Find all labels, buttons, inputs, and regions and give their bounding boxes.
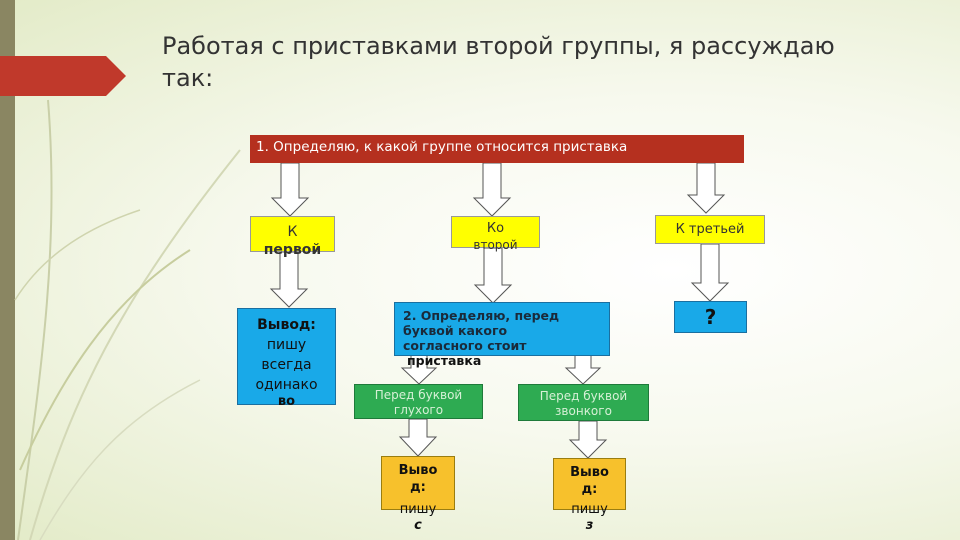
arrow-down-icon: [568, 420, 608, 459]
group-third-line1: К третьей: [675, 222, 745, 237]
group-second-box: Ко второй: [451, 216, 540, 252]
step2-line3: согласного стоит: [403, 338, 527, 353]
result-voiceless-line2: д:: [410, 480, 426, 495]
step2-box: 2. Определяю, перед буквой какого соглас…: [394, 302, 610, 368]
group-first-line1: К: [287, 224, 298, 240]
arrow-down-icon: [400, 354, 438, 385]
accent-tab: [0, 56, 126, 96]
group-first-box: К первой: [250, 216, 335, 258]
question-box: ?: [674, 301, 747, 333]
conclusion-first-line3: всегда: [261, 357, 312, 373]
result-voiceless-line4: с: [414, 518, 422, 533]
voiced-line2: звонкого: [555, 404, 612, 418]
slide-title: Работая с приставками второй группы, я р…: [162, 32, 835, 92]
group-second-line2: второй: [473, 238, 518, 252]
voiced-line1: Перед буквой: [539, 389, 628, 403]
voiceless-box: Перед буквой глухого: [354, 384, 483, 419]
step1-banner: 1. Определяю, к какой группе относится п…: [250, 135, 744, 163]
result-voiced-line1: Выво: [570, 465, 609, 480]
group-first-line2: первой: [263, 242, 322, 258]
arrow-down-icon: [269, 251, 309, 308]
arrow-down-icon: [270, 162, 310, 217]
result-voiced-box: Выво д:: [553, 458, 626, 510]
arrow-down-icon: [690, 243, 730, 302]
voiceless-line1: Перед буквой: [374, 388, 463, 402]
step2-line2: буквой какого: [403, 323, 508, 338]
voiceless-line2: глухого: [393, 403, 444, 417]
conclusion-first-line5: во: [277, 394, 296, 409]
arrow-down-icon: [473, 247, 513, 304]
result-voiceless-box: Выво д:: [381, 456, 455, 510]
voiced-box: Перед буквой звонкого: [518, 384, 649, 421]
result-voiced-line3: пишу: [571, 502, 608, 517]
left-decor-band: [0, 0, 15, 540]
conclusion-first-box: Вывод: пишу всегда одинако во: [237, 308, 336, 409]
conclusion-first-line2: пишу: [266, 337, 307, 353]
result-voiceless-line3: пишу: [399, 502, 437, 517]
group-second-line1: Ко: [486, 221, 505, 236]
group-third-box: К третьей: [655, 215, 765, 244]
result-voiced-line4: з: [585, 518, 594, 533]
conclusion-first-line4: одинако: [255, 377, 318, 393]
result-voiced-line2: д:: [581, 482, 598, 497]
result-voiced-tail: пишу з: [553, 502, 626, 540]
step2-line4: приставка: [407, 353, 482, 368]
arrow-down-icon: [472, 162, 512, 217]
result-voiceless-line1: Выво: [398, 463, 438, 478]
step2-line1: 2. Определяю, перед: [403, 308, 560, 323]
result-voiceless-tail: пишу с: [381, 502, 455, 540]
arrow-down-icon: [564, 354, 602, 385]
arrow-down-icon: [398, 418, 438, 457]
arrow-down-icon: [686, 162, 726, 214]
decorative-curves: [14, 99, 241, 540]
conclusion-first-line1: Вывод:: [257, 317, 316, 333]
